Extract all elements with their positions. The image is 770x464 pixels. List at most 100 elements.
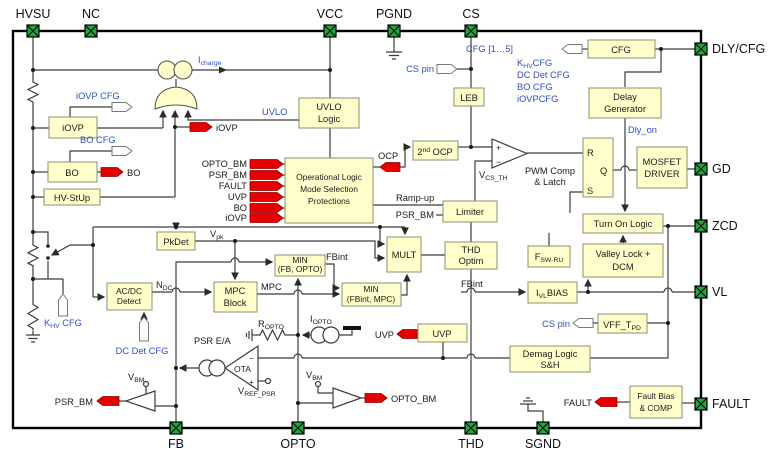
block-hv-stup-label: HV-StUp [54, 193, 90, 203]
svg-text:(FBint, MPC): (FBint, MPC) [347, 294, 396, 304]
iovpcfg-list-label: iOVPCFG [517, 94, 558, 104]
dc-det-cfg-flag-icon [139, 316, 149, 342]
svg-text:Valley Lock +: Valley Lock + [596, 249, 651, 259]
block-rs-latch: R Q S [582, 137, 614, 198]
pin-dly-cfg [694, 42, 708, 56]
svg-text:2nd OCP: 2nd OCP [417, 147, 452, 157]
block-iovp: iOVP [48, 116, 98, 139]
pins [26, 24, 708, 435]
psr-bm-out-label: PSR_BM [55, 397, 93, 407]
khv-ground-icon [26, 334, 40, 343]
svg-text:BO: BO [234, 203, 247, 213]
psr-bm-out-flag-icon [96, 396, 120, 406]
khv-cfg-list-label: KHVCFG [517, 58, 552, 70]
svg-text:Detect: Detect [117, 296, 142, 306]
svg-text:Operational Logic: Operational Logic [296, 172, 362, 182]
ndc-label: NDC [156, 280, 173, 292]
svg-text:IVLBIAS: IVLBIAS [536, 288, 568, 300]
uvp-flag-icon [396, 329, 418, 339]
dc-det-cfg-label: DC Det CFG [116, 346, 169, 356]
svg-text:PSR_BM: PSR_BM [209, 170, 247, 180]
svg-text:Fault Bias: Fault Bias [637, 391, 674, 401]
bo-cfg-label: BO CFG [80, 135, 116, 145]
pin-vl [694, 285, 708, 299]
ground-symbols [26, 51, 536, 405]
svg-text:& COMP: & COMP [639, 403, 672, 413]
dly-on-label: Dly_on [628, 125, 657, 135]
pin-labels: HVSU NC VCC PGND CS DLY/CFG GD ZCD VL FA… [16, 7, 766, 451]
uvlo-label: UVLO [262, 107, 287, 117]
ropto-ground-icon [245, 329, 253, 341]
svg-text:MIN: MIN [363, 284, 378, 294]
svg-text:+: + [249, 378, 254, 387]
iovp-out-label: iOVP [216, 123, 238, 133]
psr-bm-comparator-icon [124, 390, 156, 412]
block-uvp: UVP [417, 323, 468, 343]
cs-pin-vff-flag-icon [572, 318, 594, 328]
opto-bm-out-flag-icon [364, 393, 388, 403]
pin-gd [694, 162, 708, 176]
iovp-cfg-label: iOVP CFG [76, 91, 120, 101]
cfg-list-title: CFG [1…5] [466, 44, 513, 54]
iopto-label: IOPTO [310, 314, 332, 326]
pin-label-opto: OPTO [280, 437, 315, 451]
wires [26, 37, 695, 422]
block-delay-generator: Delay Generator [588, 87, 662, 119]
block-mosfet-driver: MOSFET DRIVER [636, 146, 688, 189]
pin-opto [291, 421, 305, 435]
block-leb: LEB [453, 87, 485, 107]
pin-cs [464, 24, 478, 38]
block-thd-optim: THD Optim [444, 241, 498, 270]
pin-fb [169, 421, 183, 435]
or-gate-icon [154, 86, 198, 110]
pin-label-hvsu: HVSU [16, 7, 51, 21]
svg-text:UVLO: UVLO [316, 102, 341, 112]
block-fault-bias-comp: Fault Bias & COMP [629, 385, 683, 419]
block-valley-lock-dcm: Valley Lock + DCM [582, 243, 664, 278]
pin-label-thd: THD [458, 437, 484, 451]
bo-cfg-list-label: BO CFG [517, 82, 553, 92]
svg-text:(FB, OPTO): (FB, OPTO) [278, 264, 323, 274]
block-demag-logic: Demag Logic S&H [509, 345, 591, 373]
svg-text:& Latch: & Latch [534, 177, 566, 187]
rampup-label: Ramp-up [396, 193, 434, 203]
khv-cfg-flag-icon [58, 293, 68, 317]
block-mult: MULT [386, 236, 422, 273]
block-vff-tpd: VFF_TPD [597, 313, 648, 334]
signal-labels: Icharge UVLO iOVP BO iOVP CFG BO CFG CS … [44, 44, 657, 408]
pin-label-vcc: VCC [317, 7, 343, 21]
svg-text:LEB: LEB [460, 93, 478, 103]
svg-text:MULT: MULT [392, 250, 417, 260]
pin-label-sgnd: SGND [525, 437, 561, 451]
ropto-label: ROPTO [258, 319, 284, 331]
iovp-out-flag-icon [189, 122, 213, 132]
block-ivl-bias: IVLBIAS [527, 281, 578, 304]
block-turn-on-logic: Turn On Logic [582, 213, 664, 234]
mpc-label: MPC [261, 282, 282, 292]
pwm-comparator-icon: +− [491, 138, 529, 169]
svg-text:Logic: Logic [318, 114, 341, 124]
bo-out-label: BO [127, 168, 140, 178]
vcsth-label: VCS_TH [479, 170, 508, 182]
pin-label-fault: FAULT [712, 397, 750, 411]
svg-text:MIN: MIN [292, 255, 307, 265]
vref-psr-label: VREF_PSR [238, 386, 276, 398]
pin-fault [694, 397, 708, 411]
svg-text:S: S [587, 186, 593, 196]
red-flags [96, 122, 618, 407]
svg-text:UVP: UVP [228, 192, 247, 202]
svg-text:OPTO_BM: OPTO_BM [202, 159, 247, 169]
sgnd-ground-icon [520, 397, 536, 405]
pin-label-zcd: ZCD [712, 219, 738, 233]
opto-bm-comparator-icon [332, 387, 363, 409]
block-hv-stup: HV-StUp [43, 188, 101, 206]
iovp-cfg-flag-icon [111, 102, 133, 112]
bo-out-flag-icon [100, 167, 124, 177]
svg-text:UVP: UVP [432, 329, 451, 339]
junction-dots [31, 47, 670, 408]
fbint-label-2: FBint [461, 279, 483, 289]
block-cfg: CFG [587, 39, 656, 59]
svg-text:DRIVER: DRIVER [644, 169, 679, 179]
opto-bm-in-flag-icon [249, 159, 284, 169]
